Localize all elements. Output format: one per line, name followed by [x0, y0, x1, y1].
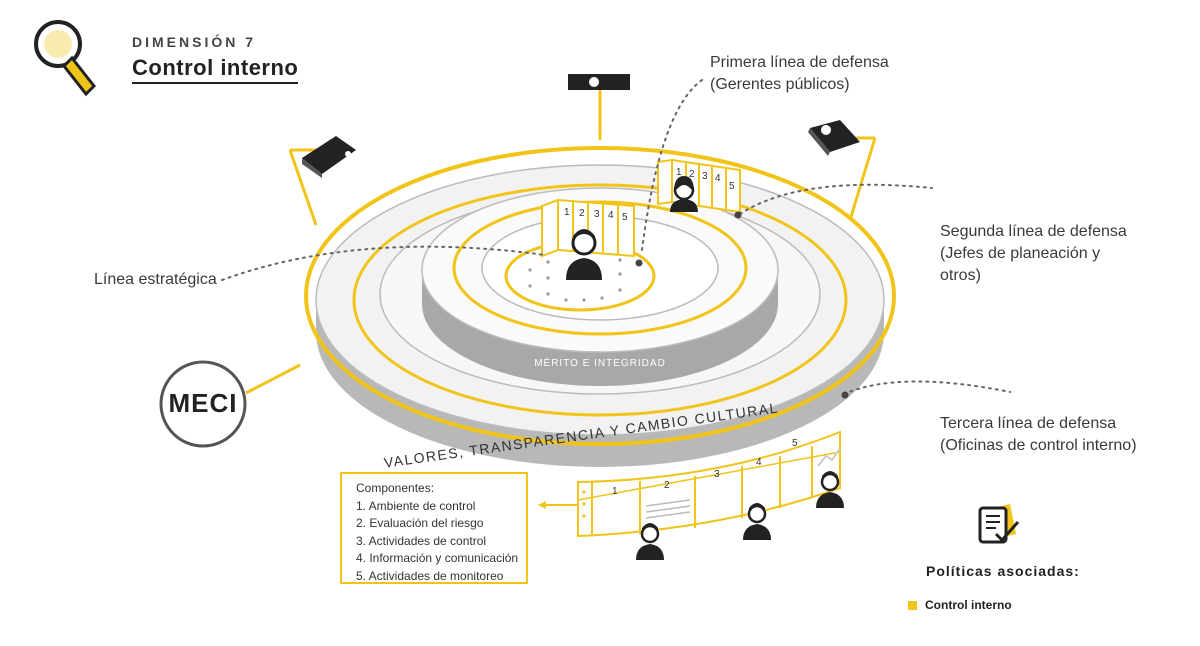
policy-item: Control interno [908, 598, 1012, 612]
magnifier-icon [34, 20, 97, 97]
callout-segunda-line3: otros) [940, 267, 981, 284]
person-icon [743, 503, 771, 540]
dimension-label: DIMENSIÓN 7 [132, 34, 257, 50]
document-check-icon [978, 504, 1020, 544]
policy-bullet [908, 600, 917, 610]
callout-segunda-line1: Segunda línea de defensa [940, 223, 1127, 240]
panel-number: 5 [729, 181, 735, 192]
page-title: Control interno [132, 55, 299, 84]
callout-primera-line2: (Gerentes públicos) [710, 76, 850, 93]
panel-number: 3 [594, 209, 600, 220]
component-item: 1. Ambiente de control [356, 498, 476, 513]
panel-number: 2 [664, 480, 670, 491]
policies-title: Políticas asociadas: [926, 563, 1080, 579]
person-icon [566, 229, 602, 280]
component-item: 5. Actividades de monitoreo [356, 568, 504, 583]
component-item: 3. Actividades de control [356, 533, 487, 548]
components-heading: Componentes: [356, 481, 435, 495]
component-item: 2. Evaluación del riesgo [356, 516, 484, 530]
camera-icon [568, 74, 630, 90]
center-dot-grid [528, 258, 622, 302]
panel-number: 4 [715, 173, 721, 184]
callout-segunda-line2: (Jefes de planeación y [940, 245, 1101, 262]
inner-band-label: MÉRITO E INTEGRIDAD [534, 356, 666, 369]
person-icon [636, 523, 664, 560]
components-box: Componentes: 1. Ambiente de control 2. E… [340, 472, 528, 584]
panel-number: 5 [622, 212, 628, 223]
callout-primera: Primera línea de defensa (Gerentes públi… [710, 52, 889, 96]
projector-icon [808, 120, 860, 156]
policy-label: Control interno [925, 598, 1012, 612]
panel-number: 4 [756, 457, 762, 468]
person-icon [670, 176, 698, 212]
person-icon [816, 471, 844, 508]
panel-number: 1 [564, 207, 570, 218]
projector-icon [302, 136, 356, 178]
callout-estrategica: Línea estratégica [94, 271, 217, 288]
panel-number: 5 [792, 438, 798, 449]
panel-number: 3 [702, 171, 708, 182]
panel-number: 1 [612, 486, 618, 497]
upper-panels: 1 2 3 4 5 [657, 158, 741, 214]
component-item: 4. Información y comunicación [356, 551, 519, 565]
panel-number: 2 [579, 208, 585, 219]
panel-number: 4 [608, 210, 614, 221]
components-arrow [538, 501, 578, 509]
callout-tercera-line1: Tercera línea de defensa [940, 415, 1117, 432]
panel-number: 3 [714, 469, 720, 480]
meci-label: MECI [168, 388, 238, 418]
callout-tercera-line2: (Oficinas de control interno) [940, 437, 1137, 454]
callout-primera-line1: Primera línea de defensa [710, 54, 889, 71]
callout-tercera: Tercera línea de defensa (Oficinas de co… [940, 413, 1137, 457]
callout-lines [221, 79, 1011, 395]
outer-rim [304, 146, 896, 446]
components-wall: 1 2 3 4 5 [577, 430, 841, 538]
meci-circle [159, 360, 247, 448]
callout-segunda: Segunda línea de defensa (Jefes de plane… [940, 221, 1127, 287]
panel-number: 2 [689, 169, 695, 180]
panel-number: 1 [676, 167, 682, 178]
callout-dots [635, 211, 849, 399]
